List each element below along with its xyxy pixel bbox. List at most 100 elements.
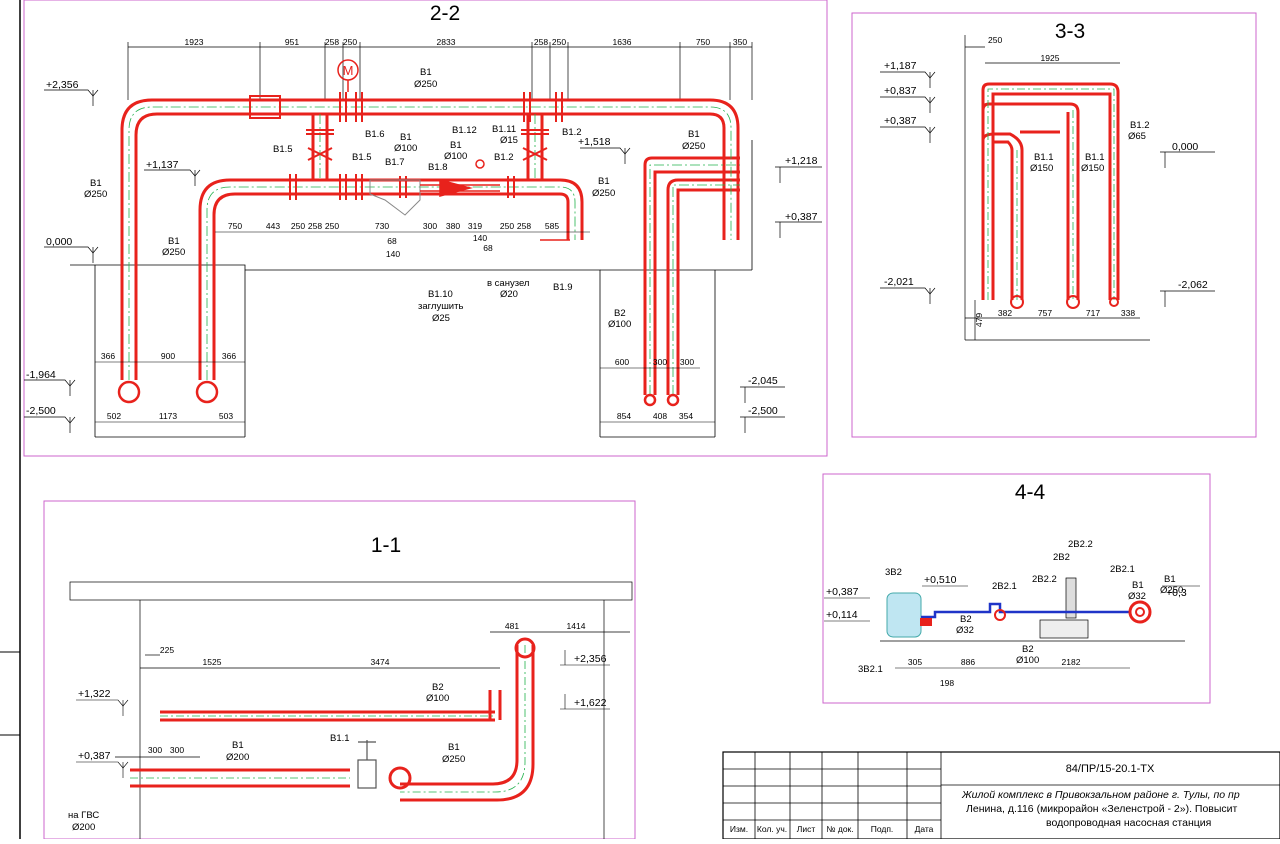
label-sections-s22-dims_base_left-0: 502 (107, 411, 121, 421)
label-sections-s11-dims_top-4: 1414 (567, 621, 586, 631)
label-sections-s22-dims_top-1: 951 (285, 37, 299, 47)
label-sections-s22-dims_mid-3: 258 (308, 221, 322, 231)
label-sections-s44-labels-b1b: В1 (1164, 574, 1176, 585)
label-sections-s22-tags-7: В1.2 (562, 127, 582, 138)
label-sections-s44-labels-b1_d: Ø32 (1128, 591, 1146, 602)
label-sections-s22-dims_mid-8: 319 (468, 221, 482, 231)
label-sections-s22-dims_bottom_left-1: 900 (161, 351, 175, 361)
label-sections-s44-labels-b2: В2 (960, 614, 972, 625)
label-sections-s44-dims-0: 305 (908, 657, 922, 667)
label-sections-s33-levels-5: -2,062 (1178, 279, 1208, 291)
label-sections-s22-dims_top-7: 1636 (613, 37, 632, 47)
label-sections-s33-labels-1-tag: В1.1 (1085, 152, 1105, 163)
label-sections-s22-dims_base_right-2: 354 (679, 411, 693, 421)
label-sections-s11-dims_top-2: 3474 (371, 657, 390, 667)
label-sections-s22-note_toilet: в санузел (487, 278, 529, 289)
label-sections-s22-tags-4: В1.8 (428, 162, 448, 173)
label-sections-s22-levels-1: +1,137 (146, 159, 179, 171)
label-sections-s22-note_toilet_d: Ø20 (500, 289, 518, 300)
sheet-frame (0, 0, 21, 839)
label-sections-s22-pipe_labels-b1_right_d: Ø250 (592, 188, 615, 199)
label-sections-s22-tags-3: В1.7 (385, 157, 405, 168)
label-sections-s22-dims_bottom_left-2: 366 (222, 351, 236, 361)
section-1-1: 1-1 (43, 500, 636, 840)
label-sections-s22-note_plug: заглушить (418, 301, 463, 312)
label-sections-s22-levels-7: +0,387 (785, 211, 818, 223)
pipes-2-2 (120, 98, 740, 395)
section-2-2: 2-2 1923 951 258 250 2833 258 250 1636 7… (23, 0, 828, 457)
section-title-1-1: 1-1 (371, 534, 401, 557)
flanges-2-2 (249, 92, 563, 200)
label-sections-s22-dims_mid-4: 250 (325, 221, 339, 231)
small-branch (420, 159, 570, 241)
label-sections-s22-levels-8: -2,045 (748, 375, 778, 387)
label-sections-s22-tags-10: В1.9 (553, 282, 573, 293)
label-sections-s22-dims_top-3: 250 (343, 37, 357, 47)
label-sections-s44-levels-3: +0,3 (1166, 587, 1187, 599)
label-sections-s33-levels-1: +0,837 (884, 85, 917, 97)
label-sections-s44-labels-b1b_d: Ø250 (1160, 585, 1183, 596)
label-sections-s22-dims_base_left-1: 1173 (159, 411, 178, 421)
label-sections-s22-levels-3: -1,964 (26, 369, 56, 381)
label-sections-s22-pipe_labels-b1_left: В1 (90, 178, 102, 189)
label-sections-s11-labels-b2: В2 (432, 682, 444, 693)
label-sections-s11-labels-b1a: В1 (232, 740, 244, 751)
label-sections-s22-pipe_labels-b1_top: В1 (420, 67, 432, 78)
tag-labels-2-2: В1.5 В1.6 В1.5 В1.7 В1.8 В1.12 В1.11 Ø15… (273, 124, 582, 324)
label-sections-s11-dims_top-0: 225 (160, 645, 174, 655)
label-sections-s44-dims-2: 2182 (1062, 657, 1081, 667)
label-sections-s22-levels-6: +1,218 (785, 155, 818, 167)
label-sections-s33-dims_top-0: 250 (988, 35, 1002, 45)
label-sections-s22-pipe_labels-b1_mid2: В1 (450, 140, 462, 151)
section-3-3: 3-3 (851, 12, 1257, 438)
label-sections-s22-pipe_labels-b1_right: В1 (598, 176, 610, 187)
label-sections-s22-dims_mid-5: 730 (375, 221, 389, 231)
label-sections-s44-tags-0: 3В2 (885, 567, 902, 578)
label-sections-s44-dims-3: 198 (940, 678, 954, 688)
label-title_block-cols-4: Подп. (871, 824, 894, 834)
label-sections-s44-tags-1: 2В2.1 (992, 581, 1017, 592)
label-sections-s44-dims-1: 886 (961, 657, 975, 667)
title-block: 84/ПР/15-20.1-ТХ Жилой комплекс в Привок… (722, 751, 1280, 840)
label-sections-s22-dims_mid-6: 300 (423, 221, 437, 231)
label-sections-s22-pipe_labels-b1_mid: В1 (400, 132, 412, 143)
label-sections-s33-dims_bottom-0: 382 (998, 308, 1012, 318)
dim-lines-bottom (95, 361, 715, 423)
section-title-4-4: 4-4 (1015, 481, 1046, 504)
label-sections-s22-dims_base_left-2: 503 (219, 411, 233, 421)
label-sections-s22-tags-1: В1.6 (365, 129, 385, 140)
label-sections-s22-pipe_labels-b1_far_right: В1 (688, 129, 700, 140)
label-sections-s22-pipe_labels-b1_left_d: Ø250 (84, 189, 107, 200)
label-sections-s22-pipe_labels-b1_inner: В1 (168, 236, 180, 247)
label-sections-s22-dims_top-9: 350 (733, 37, 747, 47)
level-labels-2-2: +2,356 +1,137 0,000 -1,964 -2,500 +1,518… (26, 79, 818, 417)
label-sections-s22-dims_mid-2: 250 (291, 221, 305, 231)
label-sections-s22-note_plug_tag: В1.10 (428, 289, 453, 300)
label-sections-s22-tag_b111_d: Ø15 (500, 135, 518, 146)
ground-lines (70, 140, 753, 438)
dim-line-top (127, 42, 753, 100)
strainer-icon (369, 179, 421, 216)
label-title_block-desc_line1: Жилой комплекс в Привокзальном районе г.… (961, 789, 1240, 801)
label-sections-s44-labels-b2b: В2 (1022, 644, 1034, 655)
label-sections-s22-dims_right-2: 300 (680, 357, 694, 367)
label-title_block-desc_line3: водопроводная насосная станция (1046, 817, 1211, 829)
label-sections-s22-dims_top-8: 750 (696, 37, 710, 47)
section-title-3-3: 3-3 (1055, 20, 1085, 43)
label-sections-s22-pipe_labels-b2: В2 (614, 308, 626, 319)
label-sections-s22-dims_right-1: 300 (653, 357, 667, 367)
label-sections-s11-levels-2: +2,356 (574, 653, 607, 665)
label-title_block-code: 84/ПР/15-20.1-ТХ (1066, 763, 1155, 775)
label-title_block-cols-1: Кол. уч. (757, 824, 787, 834)
label-sections-s22-dims_mid-10: 258 (517, 221, 531, 231)
label-sections-s22-tags-0: В1.5 (273, 144, 293, 155)
dim-labels-bottom: 366 900 366 502 1173 503 600 300 300 854… (101, 351, 694, 421)
label-sections-s22-dims_small-2: 140 (473, 233, 487, 243)
label-sections-s33-labels-0-tag: В1.1 (1034, 152, 1054, 163)
label-sections-s11-dims_left-1: 300 (170, 745, 184, 755)
label-sections-s22-note_plug_d: Ø25 (432, 313, 450, 324)
label-sections-s44-labels-b2_d: Ø32 (956, 625, 974, 636)
label-sections-s44-labels-b2b_d: Ø100 (1016, 655, 1039, 666)
label-sections-s22-dims_bottom_left-0: 366 (101, 351, 115, 361)
